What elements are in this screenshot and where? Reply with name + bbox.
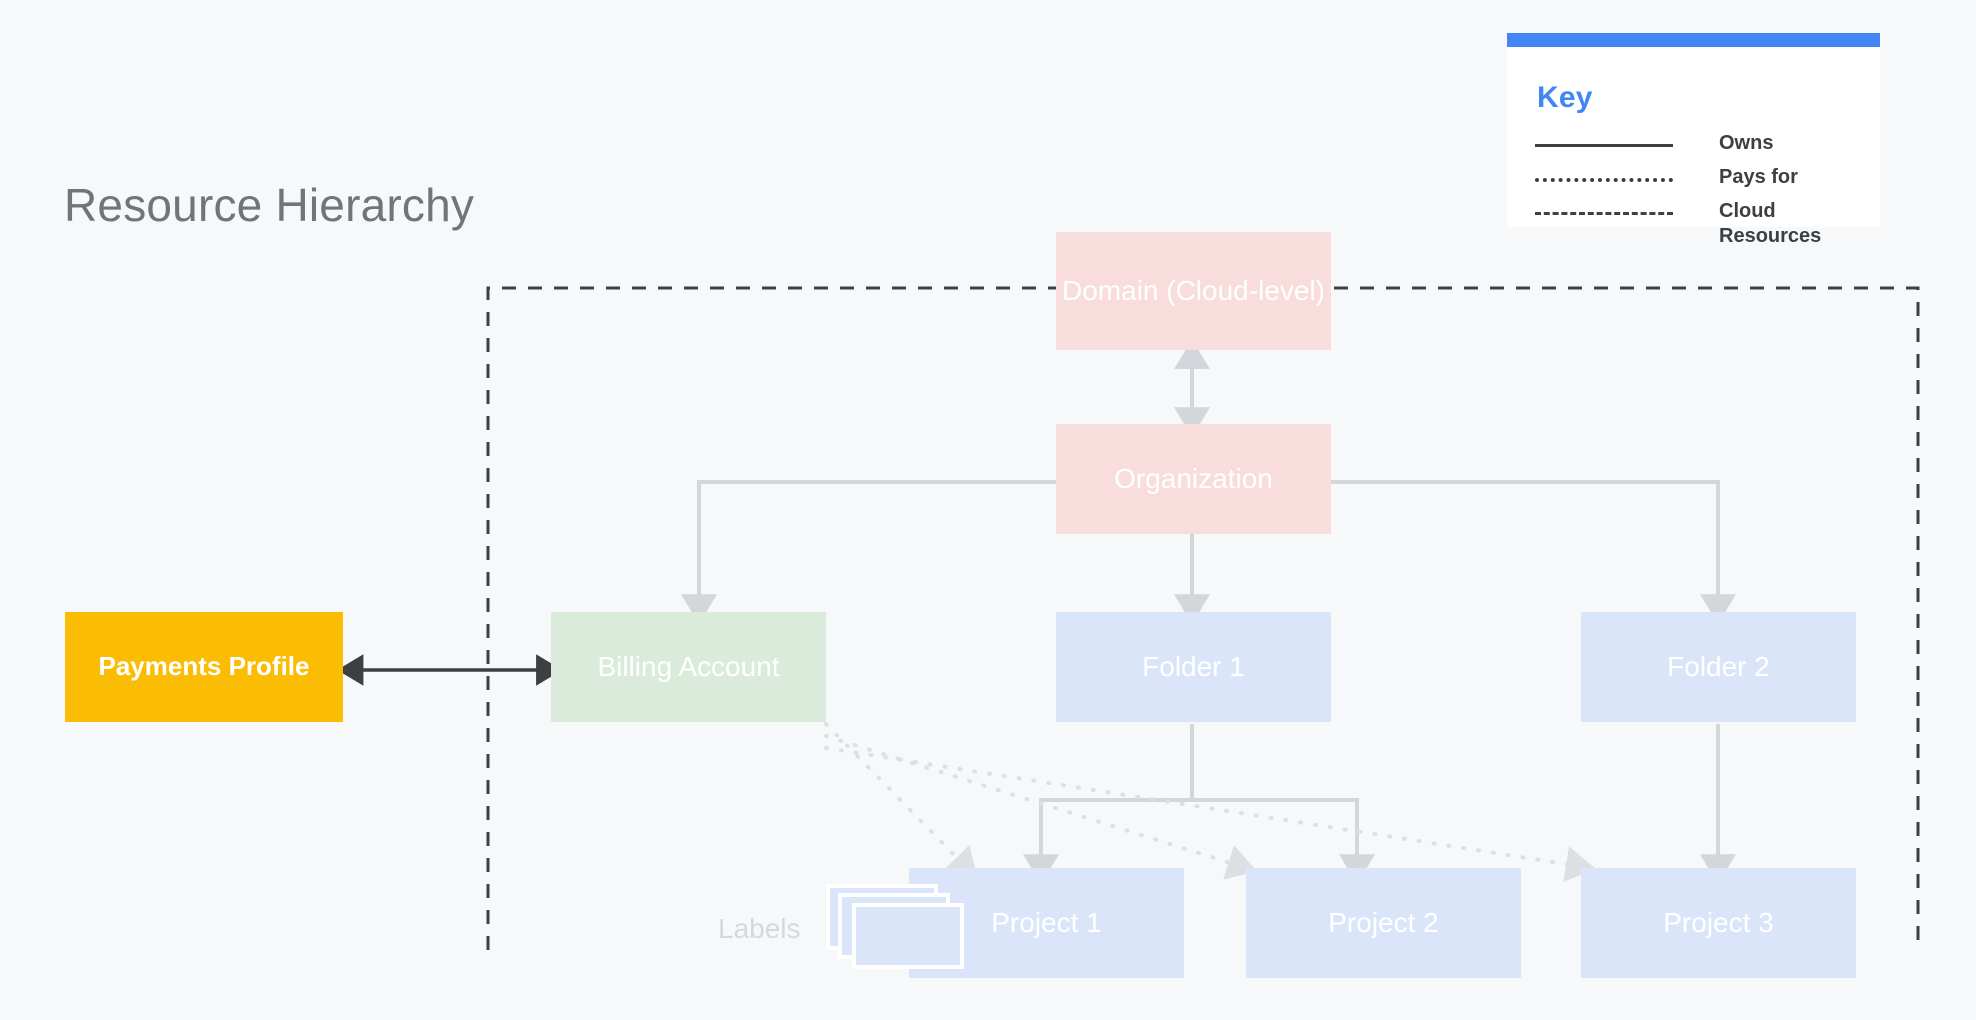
- key-row-cloud-resources: Cloud Resources: [1535, 199, 1875, 249]
- key-title: Key: [1537, 81, 1593, 114]
- label-card-front: [852, 903, 964, 969]
- key-row-owns: Owns: [1535, 131, 1875, 156]
- key-legend-card: Key Owns Pays for Cloud Resources: [1507, 33, 1880, 247]
- key-row-pays-for: Pays for: [1535, 165, 1875, 190]
- labels-stack-icon[interactable]: [826, 884, 966, 969]
- key-accent-bar: [1507, 33, 1880, 47]
- edge-billing-project3: [824, 746, 1596, 882]
- node-project-1-label: Project 1: [991, 907, 1102, 939]
- node-folder-2-label: Folder 2: [1667, 651, 1770, 683]
- key-label-cloud-resources: Cloud Resources: [1719, 200, 1822, 247]
- solid-line-swatch-icon: [1535, 135, 1675, 155]
- node-folder-1-label: Folder 1: [1142, 651, 1245, 683]
- node-project-3[interactable]: Project 3: [1581, 868, 1856, 978]
- labels-caption: Labels: [718, 913, 801, 944]
- node-payments-profile-label: Payments Profile: [98, 651, 310, 682]
- node-billing-account[interactable]: Billing Account: [551, 612, 826, 722]
- node-domain[interactable]: Domain (Cloud-level): [1056, 232, 1331, 350]
- node-project-2[interactable]: Project 2: [1246, 868, 1521, 978]
- page-title: Resource Hierarchy: [64, 179, 475, 231]
- node-organization[interactable]: Organization: [1056, 424, 1331, 534]
- dotted-line-swatch-icon: [1535, 169, 1675, 189]
- node-folder-2[interactable]: Folder 2: [1581, 612, 1856, 722]
- edge-billing-project1: [824, 722, 978, 879]
- edge-folder1-project1: [1023, 724, 1194, 885]
- edge-billing-project2: [824, 734, 1258, 880]
- node-folder-1[interactable]: Folder 1: [1056, 612, 1331, 722]
- node-payments-profile[interactable]: Payments Profile: [65, 612, 343, 722]
- node-project-2-label: Project 2: [1328, 907, 1439, 939]
- node-organization-label: Organization: [1114, 463, 1273, 495]
- edge-folder1-project2: [1192, 798, 1375, 885]
- node-billing-account-label: Billing Account: [597, 651, 780, 683]
- key-label-pays-for: Pays for: [1719, 166, 1798, 188]
- node-project-3-label: Project 3: [1663, 907, 1774, 939]
- key-label-owns: Owns: [1719, 132, 1774, 154]
- node-domain-label: Domain (Cloud-level): [1062, 275, 1325, 307]
- dashed-line-swatch-icon: [1535, 203, 1675, 223]
